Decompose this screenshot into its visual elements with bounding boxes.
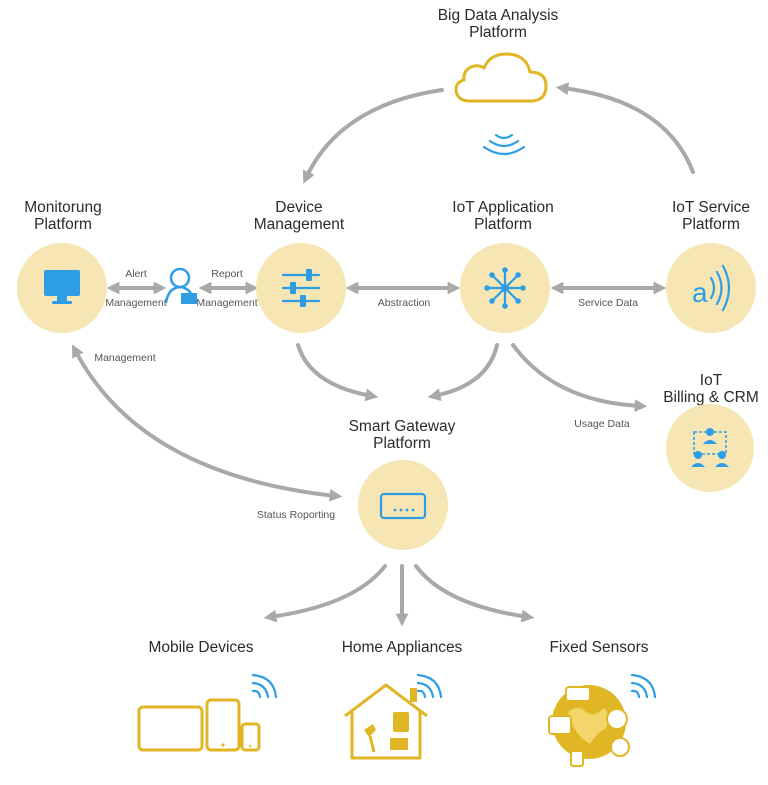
arrow-device-to-gateway: [296, 343, 379, 402]
node-billing-circle: [666, 404, 754, 492]
node-iot-application: IoT Application Platform: [452, 199, 554, 333]
node-device-title-1: Device: [275, 199, 322, 216]
home-wifi-icon: [416, 673, 443, 699]
node-gateway-title-1: Smart Gateway: [349, 418, 456, 435]
arrow-gateway-to-sensors: [414, 564, 535, 623]
node-gateway-circle: [358, 460, 448, 550]
edge-label-report-management: Management: [196, 297, 257, 309]
arrow-service-to-bigdata: [555, 82, 695, 174]
node-big-data-title-1: Big Data Analysis: [438, 7, 559, 24]
edge-label-management: Management: [94, 352, 155, 364]
node-home: Home Appliances: [342, 639, 463, 760]
node-big-data-title-2: Platform: [469, 24, 527, 41]
edge-label-alert-management: Management: [105, 297, 166, 309]
node-big-data: Big Data Analysis Platform: [438, 7, 559, 156]
mobile-wifi-icon: [251, 673, 278, 699]
network-hub-icon: [484, 267, 526, 309]
node-service-circle: [666, 243, 756, 333]
people-network-icon: [691, 428, 729, 467]
wireless-signal-icon: [482, 133, 526, 156]
node-service-title-2: Platform: [682, 216, 740, 233]
node-sensors-title: Fixed Sensors: [549, 639, 648, 656]
node-device-title-2: Management: [254, 216, 345, 233]
node-service-title-1: IoT Service: [672, 199, 750, 216]
cloud-icon: [454, 52, 548, 103]
arrow-iotapp-to-billing: [511, 343, 648, 413]
svg-text:a: a: [692, 277, 708, 308]
arrow-gateway-to-mobile: [263, 564, 387, 623]
monitor-icon: [44, 270, 80, 304]
edge-label-service-data: Service Data: [578, 297, 638, 309]
arrow-iotapp-to-gateway: [427, 343, 499, 401]
node-iotapp-title-2: Platform: [474, 216, 532, 233]
node-iot-service: IoT Service Platform a: [666, 199, 756, 333]
edge-label-report: Report: [211, 268, 243, 280]
mobile-devices-icon: [137, 698, 261, 752]
node-mobile: Mobile Devices: [137, 639, 278, 752]
connections: [72, 82, 695, 627]
node-monitoring-title-2: Platform: [34, 216, 92, 233]
node-billing: IoT Billing & CRM: [663, 372, 759, 492]
node-home-title: Home Appliances: [342, 639, 463, 656]
node-gateway: Smart Gateway Platform: [349, 418, 456, 550]
arrow-bigdata-to-device: [302, 88, 444, 184]
arrow-gateway-monitoring: [72, 344, 343, 502]
node-gateway-title-2: Platform: [373, 435, 431, 452]
gateway-box-icon: [379, 492, 427, 520]
edge-label-status-reporting: Status Roporting: [257, 509, 335, 521]
node-monitoring: Monitorung Platform: [17, 199, 107, 333]
edge-labels: Alert Management Report Management Abstr…: [94, 268, 638, 521]
edge-label-abstraction: Abstraction: [378, 297, 431, 309]
sensors-wifi-icon: [630, 673, 657, 699]
edge-label-alert: Alert: [125, 268, 147, 280]
globe-sensors-icon: [548, 685, 630, 767]
signal-icon: a: [692, 264, 731, 312]
sliders-icon: [281, 269, 321, 307]
node-monitoring-title-1: Monitorung: [24, 199, 102, 216]
node-billing-title-1: IoT: [700, 372, 723, 389]
node-mobile-title: Mobile Devices: [148, 639, 253, 656]
user-icon: [164, 267, 197, 304]
node-device-management: Device Management: [254, 199, 346, 333]
edge-label-usage-data: Usage Data: [574, 418, 630, 430]
node-iotapp-title-1: IoT Application: [452, 199, 553, 216]
node-sensors: Fixed Sensors: [548, 639, 657, 767]
node-billing-title-2: Billing & CRM: [663, 389, 759, 406]
house-icon: [344, 683, 428, 760]
